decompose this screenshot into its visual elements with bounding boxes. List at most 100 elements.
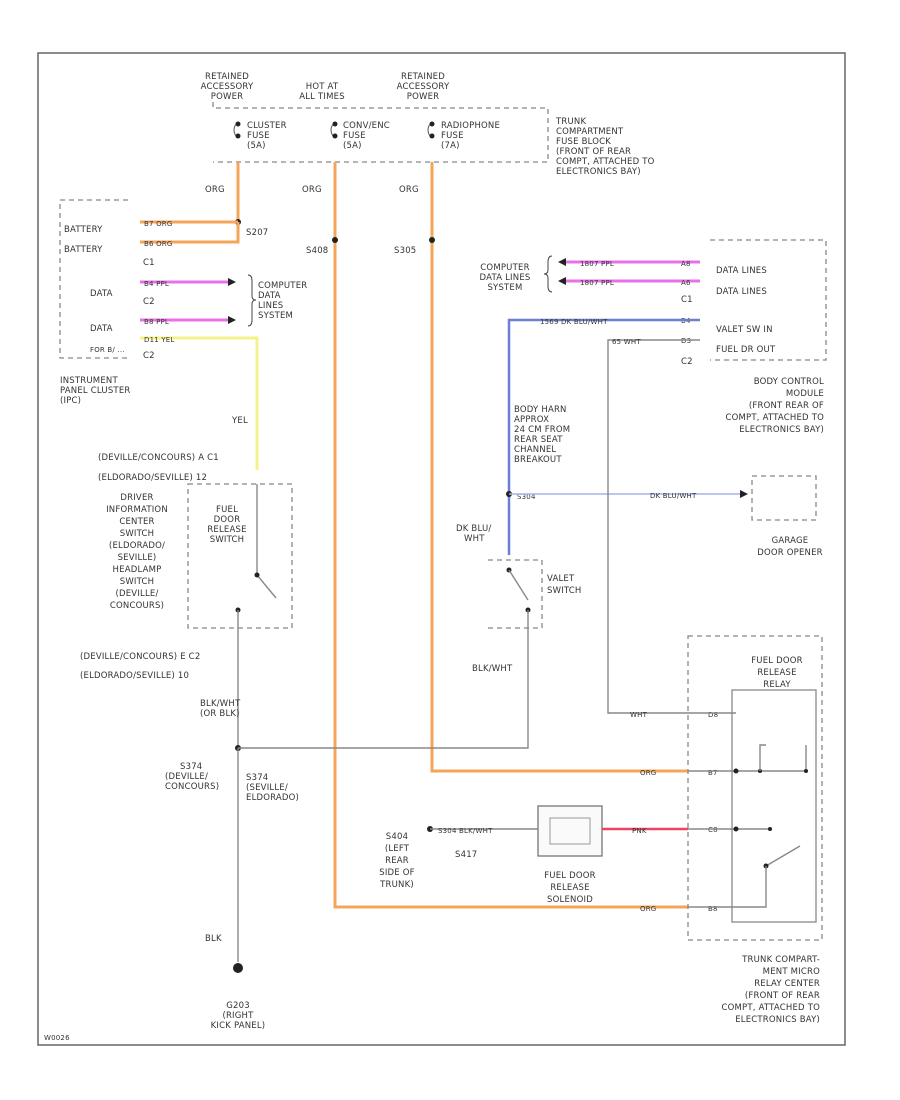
label-relay-wht: WHT xyxy=(630,711,648,719)
svg-text:A8: A8 xyxy=(681,260,691,268)
svg-text:CONV/ENC: CONV/ENC xyxy=(343,121,390,131)
svg-text:(FRONT REAR OF: (FRONT REAR OF xyxy=(749,401,824,411)
svg-text:INSTRUMENT: INSTRUMENT xyxy=(60,376,118,386)
svg-text:CONCOURS): CONCOURS) xyxy=(165,782,219,792)
relay-pin-b8 xyxy=(688,866,767,908)
label-hot-at: HOT AT xyxy=(306,82,339,92)
bcm-label: BODY CONTROL MODULE (FRONT REAR OF COMPT… xyxy=(725,377,824,435)
bcm-pins: DATA LINES DATA LINES C1 VALET SW IN FUE… xyxy=(681,260,776,367)
svg-text:DATA: DATA xyxy=(90,289,113,299)
svg-text:(ELDORADO/SEVILLE) 10: (ELDORADO/SEVILLE) 10 xyxy=(80,671,189,681)
svg-text:PANEL CLUSTER: PANEL CLUSTER xyxy=(60,386,131,396)
svg-text:C8: C8 xyxy=(708,826,718,834)
fuse-block-outline xyxy=(212,102,549,163)
switch-pivot xyxy=(254,572,260,578)
svg-text:(FRONT OF REAR: (FRONT OF REAR xyxy=(745,991,820,1001)
svg-text:TRUNK: TRUNK xyxy=(555,117,586,127)
svg-text:COMPT, ATTACHED TO: COMPT, ATTACHED TO xyxy=(721,1003,820,1013)
svg-text:VALET: VALET xyxy=(547,574,575,584)
label-s304: S304 xyxy=(517,493,536,501)
svg-text:(SEVILLE/: (SEVILLE/ xyxy=(246,783,288,793)
svg-text:COMPARTMENT: COMPARTMENT xyxy=(556,127,624,137)
valet-switch-label: VALET SWITCH xyxy=(547,574,581,596)
label-s404: S404 (LEFT REAR SIDE OF TRUNK) xyxy=(379,832,415,890)
label-s207: S207 xyxy=(246,228,268,238)
svg-text:FUEL DOOR: FUEL DOOR xyxy=(751,656,803,666)
svg-text:LINES: LINES xyxy=(258,301,283,311)
svg-text:CENTER: CENTER xyxy=(119,517,154,527)
svg-text:FUSE: FUSE xyxy=(247,131,270,141)
svg-text:FUEL DOOR: FUEL DOOR xyxy=(544,871,596,881)
bcm-outline xyxy=(710,239,827,361)
svg-text:DATA LINES: DATA LINES xyxy=(716,266,767,276)
svg-text:(FRONT OF REAR: (FRONT OF REAR xyxy=(556,147,631,157)
svg-text:SWITCH: SWITCH xyxy=(210,535,245,545)
bcm-brace xyxy=(543,255,553,293)
svg-text:C1: C1 xyxy=(681,295,693,305)
arrow-data2 xyxy=(228,316,236,324)
svg-text:FUSE BLOCK: FUSE BLOCK xyxy=(556,137,611,147)
fuel-door-switch-label: FUEL DOOR RELEASE SWITCH xyxy=(207,505,246,545)
label-g203: G203 (RIGHT KICK PANEL) xyxy=(211,1001,265,1031)
svg-text:SIDE OF: SIDE OF xyxy=(379,868,415,878)
svg-text:(5A): (5A) xyxy=(343,141,362,151)
svg-text:DOOR: DOOR xyxy=(214,515,241,525)
ipc-label: INSTRUMENT PANEL CLUSTER (IPC) xyxy=(60,376,131,406)
label-relay-org1: ORG xyxy=(640,769,656,777)
svg-text:REAR: REAR xyxy=(385,856,409,866)
label-wire-pnk: PNK xyxy=(632,827,647,835)
svg-text:RELAY CENTER: RELAY CENTER xyxy=(754,979,820,989)
svg-text:SOLENOID: SOLENOID xyxy=(547,895,593,905)
bcm-comp-data-label: COMPUTER DATA LINES SYSTEM xyxy=(480,263,531,293)
fuse-radiophone: RADIOPHONE FUSE (7A) xyxy=(427,121,500,151)
relay-dot-contact xyxy=(768,827,772,831)
svg-text:(IPC): (IPC) xyxy=(60,396,81,406)
svg-text:DATA LINES: DATA LINES xyxy=(480,273,531,283)
label-all-times: ALL TIMES xyxy=(299,92,345,102)
svg-text:(7A): (7A) xyxy=(441,141,460,151)
label-wire-blk: BLK xyxy=(205,934,222,944)
svg-text:(ELDORADO/: (ELDORADO/ xyxy=(109,541,165,551)
svg-text:ELECTRONICS BAY): ELECTRONICS BAY) xyxy=(735,1015,820,1025)
svg-text:TRUNK): TRUNK) xyxy=(379,880,414,890)
label-s305: S305 xyxy=(394,246,416,256)
label-pin-yel: D11 YEL xyxy=(144,336,175,344)
label-dk-blu-wht: DK BLU/ WHT xyxy=(456,524,491,544)
svg-text:FUEL: FUEL xyxy=(216,505,238,515)
harness-label: BODY HARN APPROX 24 CM FROM REAR SEAT CH… xyxy=(514,405,570,465)
svg-text:C1: C1 xyxy=(143,258,155,268)
svg-text:SEVILLE): SEVILLE) xyxy=(118,553,157,563)
brace-data xyxy=(247,274,257,327)
svg-text:BATTERY: BATTERY xyxy=(64,245,103,255)
svg-text:BATTERY: BATTERY xyxy=(64,225,103,235)
label-s408: S408 xyxy=(306,246,328,256)
wire-conv-org xyxy=(333,162,688,909)
valet-contact xyxy=(508,569,529,601)
ipc-outline xyxy=(59,199,128,359)
svg-text:A6: A6 xyxy=(681,279,691,287)
ground-g203 xyxy=(233,963,243,973)
relay-title: FUEL DOOR RELEASE RELAY xyxy=(751,656,803,690)
arrow-garage xyxy=(740,490,748,498)
garage-label: GARAGE DOOR OPENER xyxy=(757,536,822,558)
svg-text:FUSE: FUSE xyxy=(343,131,366,141)
label-accessory-1: ACCESSORY xyxy=(201,82,254,92)
splice-s305 xyxy=(429,237,435,243)
svg-text:GARAGE: GARAGE xyxy=(772,536,809,546)
label-bcm-ppl1: 1807 PPL xyxy=(580,260,614,268)
svg-text:RELEASE: RELEASE xyxy=(550,883,589,893)
svg-text:G203: G203 xyxy=(226,1001,250,1011)
wire-yel xyxy=(140,336,259,470)
arrow-bcm-data2 xyxy=(558,277,566,285)
relay-dot-c8 xyxy=(733,826,739,832)
svg-text:S374: S374 xyxy=(180,762,202,772)
svg-text:D3: D3 xyxy=(681,337,691,345)
svg-text:BODY HARN: BODY HARN xyxy=(514,405,567,415)
wire-ipc-battery2 xyxy=(140,222,240,244)
svg-text:RELEASE: RELEASE xyxy=(207,525,246,535)
ipc-computer-data-label: COMPUTER DATA LINES SYSTEM xyxy=(258,281,307,321)
svg-text:24 CM FROM: 24 CM FROM xyxy=(514,425,570,435)
solenoid-coil xyxy=(549,817,591,845)
svg-text:B7: B7 xyxy=(708,769,718,777)
relay-dot-coil2 xyxy=(804,769,808,773)
